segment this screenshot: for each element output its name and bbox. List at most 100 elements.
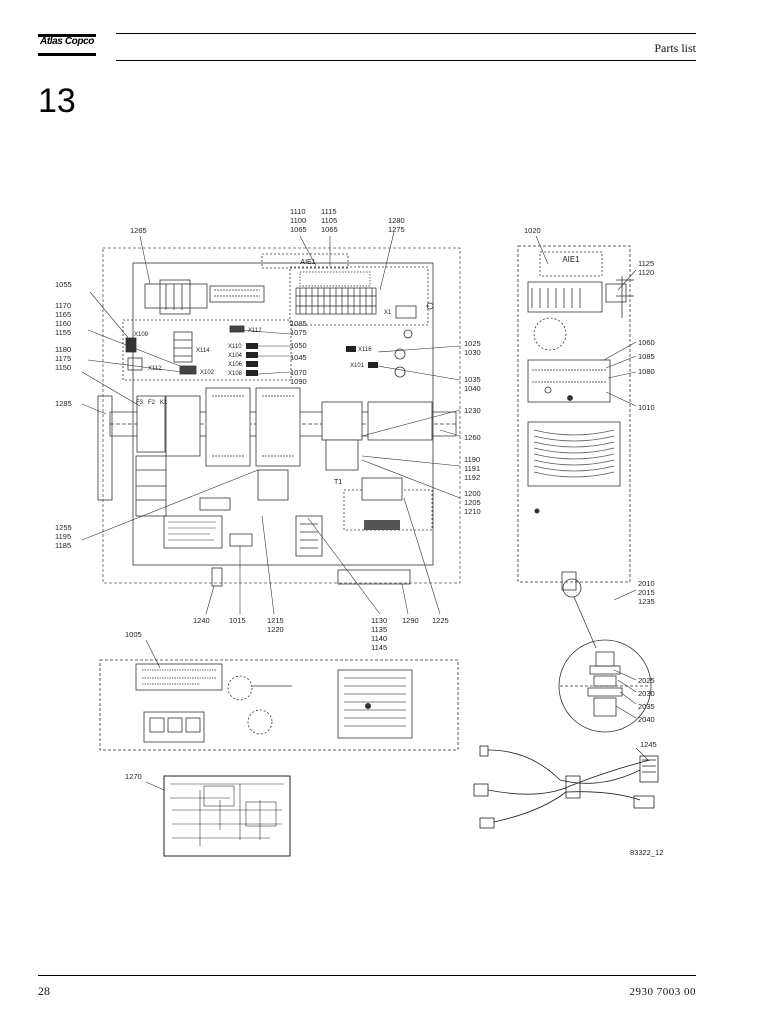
transformer-t1 [343, 477, 433, 531]
side-gland [561, 571, 577, 591]
din-rail-row [109, 387, 457, 501]
callout-1085-side: 1085 [638, 352, 655, 361]
bottom-view-grille [337, 669, 413, 739]
callout-1240: 1240 [193, 616, 210, 625]
callout-1055: 1055 [55, 280, 72, 289]
callout-1060: 1060 [638, 338, 655, 347]
callout-1015: 1015 [229, 616, 246, 625]
left-cable-duct [97, 395, 167, 517]
header-rule-bottom [116, 60, 696, 61]
cable-harness [473, 745, 659, 829]
x108-label: X108 [228, 371, 243, 377]
header-rule-top [116, 33, 696, 34]
bottom-gland [211, 567, 223, 587]
callout-1225: 1225 [432, 616, 449, 625]
side-controller [527, 281, 603, 313]
x114-label: X114 [196, 348, 210, 354]
controller-dashed-box [289, 266, 429, 326]
section-number: 13 [38, 82, 76, 120]
logo-brand-text: Atlas Copco [40, 36, 94, 47]
bottom-gland-strip [337, 569, 411, 585]
callout-2035: 2035 [638, 702, 655, 711]
nameplates [163, 497, 323, 557]
cabinet-side-view: AIE1 [517, 245, 634, 649]
cabinet-bottom-view [99, 659, 459, 751]
callout-1265: 1265 [130, 226, 147, 235]
header-title: Parts list [654, 41, 696, 55]
schematic-sheet [163, 775, 291, 857]
atlas-copco-logo: Atlas Copco [38, 34, 96, 60]
callout-1270: 1270 [125, 772, 142, 781]
callout-1005: 1005 [125, 630, 142, 639]
footer-page-number: 28 [38, 984, 50, 998]
aie1-top-label: AIE1 [300, 259, 315, 266]
footer-doc-number: 2930 7003 00 [629, 986, 696, 998]
callout-1245: 1245 [640, 740, 657, 749]
x106-label: X106 [228, 362, 243, 368]
logo-bar-top [38, 34, 96, 37]
side-outer-frame [517, 245, 631, 583]
controller-terminals [295, 271, 377, 315]
callout-1230: 1230 [464, 406, 481, 415]
small-connectors [246, 343, 378, 376]
right-terminal-parts [394, 302, 434, 378]
callout-2025: 2025 [638, 676, 655, 685]
leader-lines [81, 231, 649, 791]
footer-rule [38, 975, 696, 976]
side-round-cutout [533, 317, 567, 351]
detail-ring [562, 578, 582, 598]
callout-1260: 1260 [464, 433, 481, 442]
callout-1290: 1290 [402, 616, 419, 625]
aie1-side-label: AIE1 [562, 255, 580, 264]
bottom-view-frame [99, 659, 459, 751]
callout-2030: 2030 [638, 689, 655, 698]
x112b-label: X112 [148, 366, 162, 372]
side-panel-module [527, 359, 611, 403]
callout-1045: 1045 [290, 353, 307, 362]
callout-1080: 1080 [638, 367, 655, 376]
cabinet-front-view: AIE1 X109 X112 X114 [97, 247, 461, 587]
x116-label: X116 [358, 347, 372, 353]
f3-label: F3 [136, 400, 144, 406]
cabinet-outer-frame [102, 247, 461, 584]
x102-label: X102 [200, 370, 215, 376]
side-aie1-box [539, 251, 603, 277]
bottom-view-top-parts [135, 663, 223, 691]
x1-label: X1 [384, 310, 392, 316]
callout-1010: 1010 [638, 403, 655, 412]
logo-bar-bottom [38, 53, 96, 56]
x104-label: X104 [228, 353, 243, 359]
x109-label: X109 [134, 332, 149, 338]
k1-label: K1 [160, 400, 168, 406]
vent-grille [527, 421, 621, 487]
figure-code: 83322_12 [630, 848, 663, 857]
main-switch-block [144, 279, 265, 315]
callout-1285: 1285 [55, 399, 72, 408]
mounting-plate [132, 262, 434, 566]
callout-2040: 2040 [638, 715, 655, 724]
gland-detail [558, 639, 652, 733]
aie1-top-frame [261, 253, 349, 269]
t1-label: T1 [334, 479, 342, 486]
f2-label: F2 [148, 400, 156, 406]
x110-label: X110 [228, 344, 242, 350]
x101-label: X101 [350, 363, 365, 369]
callout-1020: 1020 [524, 226, 541, 235]
callout-1050: 1050 [290, 341, 307, 350]
